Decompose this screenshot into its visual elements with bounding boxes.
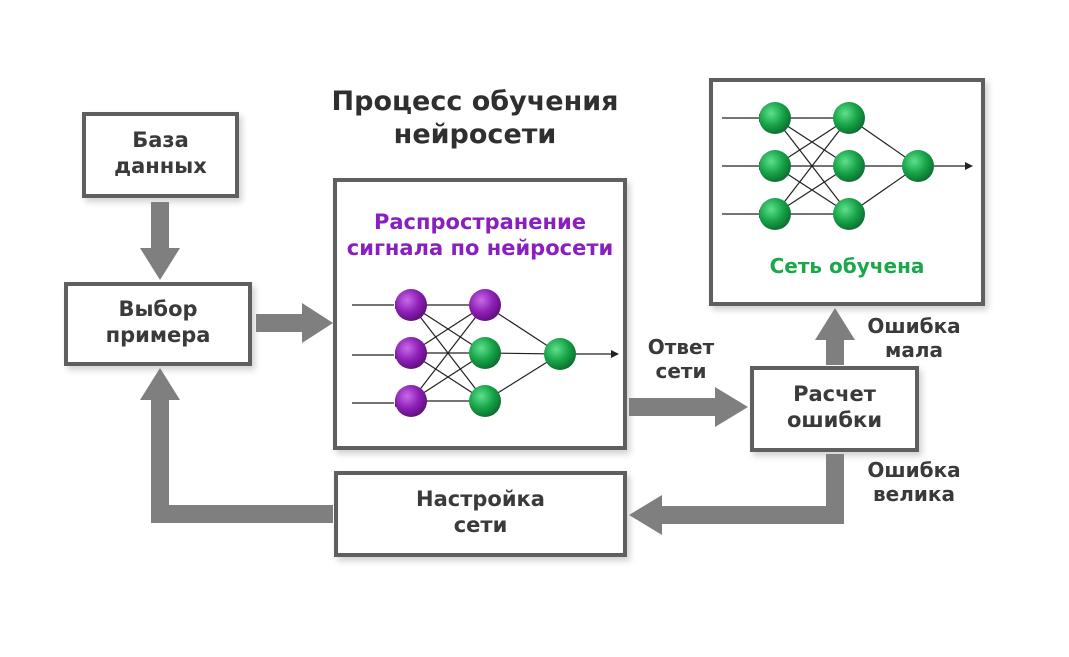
- tuning-line-1: Настройка: [416, 487, 545, 511]
- neuron-green: [469, 385, 501, 417]
- neuron-green: [833, 198, 865, 230]
- select-example-label: Выбор примера: [64, 297, 252, 348]
- propagation-neurons: [395, 289, 576, 417]
- propagation-line-2: сигнала по нейросети: [346, 235, 614, 260]
- error-large-label: Ошибка велика: [858, 458, 970, 507]
- propagation-label: Распространение сигнала по нейросети: [333, 210, 627, 261]
- error-calc-line-2: ошибки: [786, 407, 883, 432]
- neuron-green: [833, 150, 865, 182]
- trained-text: Сеть обучена: [769, 254, 925, 278]
- neuron-purple: [395, 337, 427, 369]
- select-example-box: [64, 282, 252, 366]
- error-small-line-1: Ошибка: [867, 314, 961, 338]
- neuron-purple: [395, 289, 427, 321]
- trained-neurons: [759, 102, 934, 230]
- diagram-title: Процесс обучения нейросети: [330, 86, 620, 152]
- arrow-tuning-to-select-up: [151, 398, 169, 523]
- neuron-green: [759, 150, 791, 182]
- database-line-2: данных: [114, 153, 207, 178]
- neuron-green: [833, 102, 865, 134]
- neuron-green: [759, 102, 791, 134]
- arrow-db-to-select-shaft: [151, 202, 169, 250]
- arrow-prop-to-error-shaft: [629, 398, 717, 416]
- prop-output-arrowhead: [611, 350, 619, 358]
- error-large-line-2: велика: [873, 482, 955, 507]
- arrow-tuning-to-select-across: [151, 505, 333, 523]
- trained-edge: [774, 117, 850, 215]
- arrow-error-to-tuning-across: [660, 506, 844, 524]
- propagation-line-1: Распространение: [373, 210, 587, 234]
- database-box: [82, 112, 239, 198]
- error-calc-line-1: Расчет: [793, 382, 876, 406]
- tuning-line-2: сети: [453, 512, 508, 537]
- database-label: База данных: [82, 128, 239, 179]
- prop-edge: [410, 304, 486, 402]
- arrow-error-to-trained-shaft: [826, 338, 844, 365]
- trained-label: Сеть обучена: [709, 254, 985, 278]
- title-line-1: Процесс обучения: [331, 86, 619, 117]
- error-calc-label: Расчет ошибки: [750, 382, 919, 433]
- error-small-line-2: мала: [885, 338, 943, 363]
- trained-output-arrowhead: [965, 162, 973, 170]
- tuning-box: [334, 471, 627, 557]
- error-small-label: Ошибка мала: [858, 314, 970, 363]
- flow-arrows: [140, 202, 855, 535]
- select-example-line-2: примера: [105, 322, 211, 347]
- neuron-purple: [395, 385, 427, 417]
- arrow-select-to-prop-head: [302, 303, 333, 343]
- arrow-db-to-select-head: [140, 248, 180, 280]
- net-answer-line-2: сети: [655, 359, 707, 384]
- net-answer-line-1: Ответ: [647, 335, 715, 359]
- arrow-select-to-prop-shaft: [256, 314, 304, 332]
- neuron-green-output: [902, 150, 934, 182]
- database-line-1: База: [132, 128, 189, 152]
- neuron-green: [759, 198, 791, 230]
- neuron-purple: [469, 289, 501, 321]
- title-line-2: нейросети: [393, 118, 557, 150]
- arrow-error-to-tuning-head: [629, 495, 662, 535]
- neuron-green-output: [544, 338, 576, 370]
- neuron-green: [469, 337, 501, 369]
- error-large-line-1: Ошибка: [867, 458, 961, 482]
- tuning-label: Настройка сети: [334, 487, 627, 538]
- net-answer-label: Ответ сети: [636, 335, 726, 384]
- arrow-tuning-to-select-head: [140, 368, 180, 400]
- select-example-line-1: Выбор: [118, 297, 198, 321]
- error-calc-box: [750, 366, 919, 452]
- arrow-prop-to-error-head: [715, 387, 748, 427]
- arrow-error-to-trained-head: [815, 308, 855, 340]
